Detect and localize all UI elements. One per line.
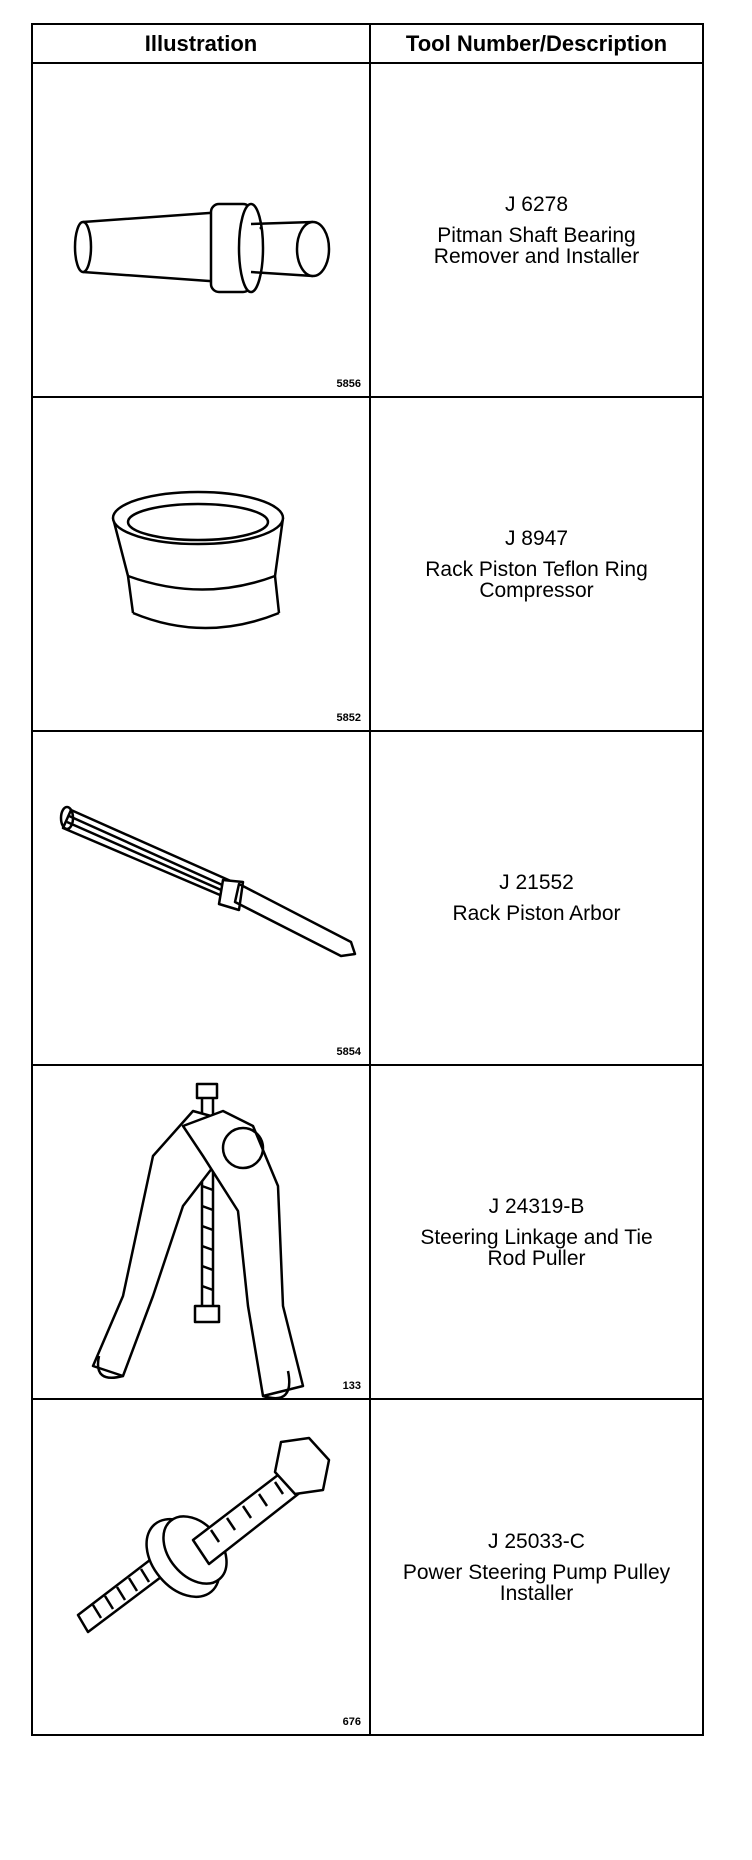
illustration-cell: 676: [33, 1400, 371, 1734]
tool-description-line1: Rack Piston Arbor: [452, 902, 621, 925]
table-row: 133 J 24319-B Steering Linkage and Tie R…: [33, 1066, 702, 1400]
bearing-remover-icon: [73, 202, 331, 294]
tool-description-line2: Remover and Installer: [433, 244, 640, 268]
illustration-cell: 5856: [33, 64, 371, 396]
ring-compressor-icon: [111, 490, 285, 630]
header-tool: Tool Number/Description: [405, 30, 668, 56]
tool-description-line2: Rod Puller: [487, 1246, 586, 1270]
tool-description-line1: Power Steering Pump Pulley: [402, 1560, 671, 1584]
illustration-cell: 5852: [33, 398, 371, 730]
tool-description-cell: J 25033-C Power Steering Pump Pulley Ins…: [371, 1400, 702, 1734]
table-row: 5852 J 8947 Rack Piston Teflon Ring Comp…: [33, 398, 702, 732]
figure-number: 133: [342, 1380, 361, 1392]
table-row: 5856 J 6278 Pitman Shaft Bearing Remover…: [33, 64, 702, 398]
tool-description-line1: Pitman Shaft Bearing: [437, 223, 636, 247]
figure-number: 5854: [336, 1046, 361, 1058]
tool-number: J 21552: [499, 871, 574, 894]
figure-number: 676: [342, 1716, 361, 1728]
header-illustration: Illustration: [33, 25, 371, 62]
tool-description-line1: Rack Piston Teflon Ring: [425, 557, 648, 581]
special-tools-table: Illustration Tool Number/Description 585…: [31, 23, 704, 1736]
figure-number: 5852: [336, 712, 361, 724]
pulley-installer-icon: [76, 1436, 331, 1634]
tool-description-cell: J 24319-B Steering Linkage and Tie Rod P…: [371, 1066, 702, 1398]
tool-description-line2: Compressor: [479, 578, 594, 602]
table-row: 676 J 25033-C Power Steering Pump Pulley…: [33, 1400, 702, 1734]
illustration-cell: 133: [33, 1066, 371, 1400]
tool-number: J 6278: [504, 192, 569, 216]
tool-number: J 24319-B: [488, 1194, 585, 1218]
tool-number: J 25033-C: [488, 1529, 585, 1553]
figure-number: 5856: [336, 378, 361, 390]
tool-description-cell: J 8947 Rack Piston Teflon Ring Compresso…: [371, 398, 702, 730]
tool-description-cell: J 6278 Pitman Shaft Bearing Remover and …: [371, 64, 702, 396]
tool-description-cell: J 21552 Rack Piston Arbor: [371, 732, 702, 1064]
tool-description-line2: Installer: [499, 1581, 574, 1605]
table-header: Illustration Tool Number/Description: [33, 25, 702, 64]
piston-arbor-icon: [59, 805, 357, 958]
tool-description-line1: Steering Linkage and Tie: [420, 1225, 653, 1249]
illustration-cell: 5854: [33, 732, 371, 1064]
table-row: 5854 J 21552 Rack Piston Arbor: [33, 732, 702, 1066]
tool-number: J 8947: [504, 526, 569, 550]
tie-rod-puller-icon: [91, 1082, 305, 1400]
